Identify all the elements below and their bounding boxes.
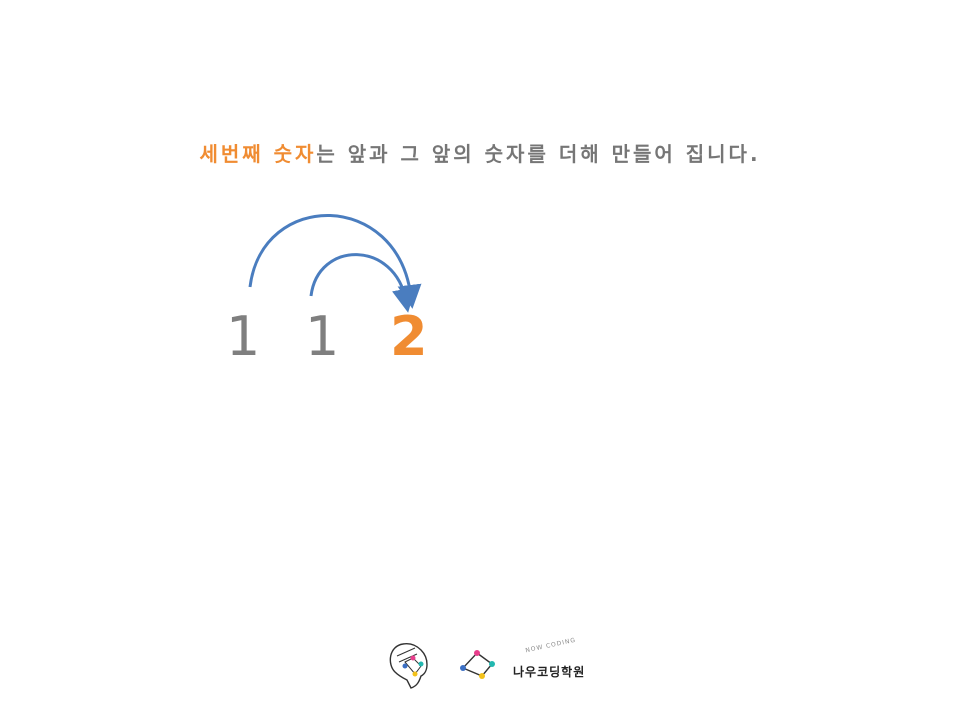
sequence-number-3: 2 — [390, 305, 428, 368]
headline: 세번째 숫자는 앞과 그 앞의 숫자를 더해 만들어 집니다. — [0, 138, 960, 167]
brand-logo-icon — [389, 642, 495, 689]
brand-name: 나우코딩학원 — [513, 665, 586, 679]
sequence-number-1: 1 — [226, 305, 261, 368]
footer-logo: NOW CODING 나우코딩학원 — [385, 636, 605, 692]
headline-accent: 세번째 숫자 — [199, 142, 317, 166]
arrow-from-second — [309, 253, 416, 313]
sequence-number-2: 1 — [305, 305, 340, 368]
headline-rest: 는 앞과 그 앞의 숫자를 더해 만들어 집니다. — [316, 142, 761, 166]
arrow-from-first — [248, 214, 422, 309]
